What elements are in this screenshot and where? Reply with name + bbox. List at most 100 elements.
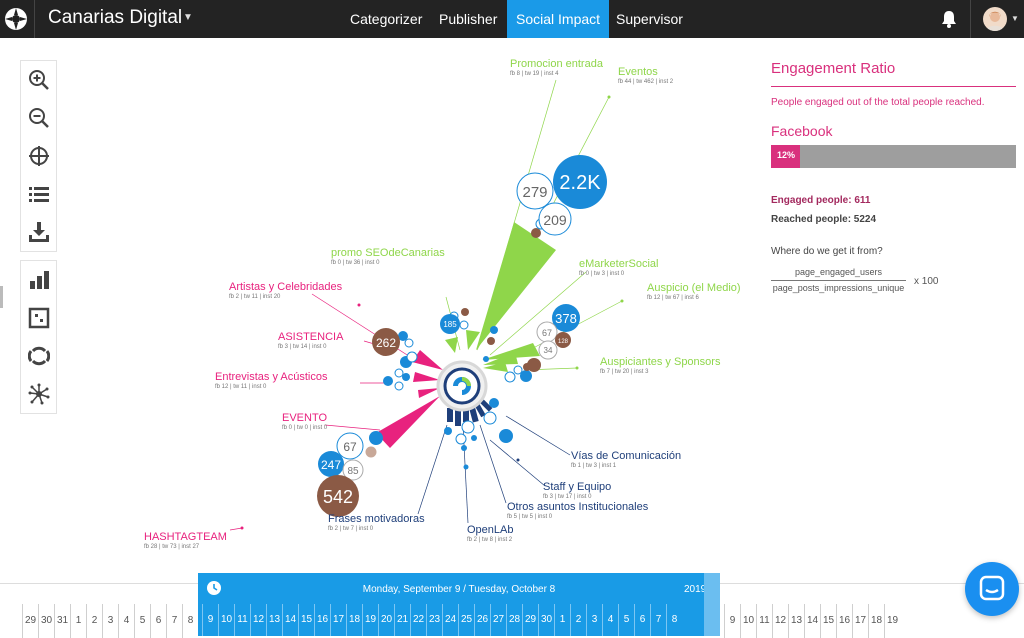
count-bubble[interactable]	[553, 155, 607, 209]
timeline-day-selected[interactable]: 19	[362, 604, 378, 636]
count-bubble[interactable]	[318, 451, 344, 477]
count-bubble[interactable]	[342, 459, 364, 481]
zoom-in-button[interactable]	[21, 61, 56, 99]
timeline-day-selected[interactable]: 25	[458, 604, 474, 636]
timeline-day[interactable]: 13	[788, 604, 804, 638]
wedge-pink[interactable]	[376, 396, 440, 448]
timeline-day[interactable]: 17	[852, 604, 868, 638]
timeline-day[interactable]: 3	[102, 604, 118, 638]
timeline-day[interactable]: 4	[118, 604, 134, 638]
timeline-day[interactable]: 1	[70, 604, 86, 638]
timeline-day[interactable]: 29	[22, 604, 38, 638]
panel-resize-handle[interactable]	[0, 286, 3, 308]
timeline-range-handle[interactable]	[704, 573, 720, 636]
timeline-day-selected[interactable]: 21	[394, 604, 410, 636]
wedge-pink[interactable]	[412, 350, 443, 370]
count-bubble[interactable]	[372, 328, 400, 356]
app-logo-icon[interactable]	[4, 7, 28, 31]
node-label[interactable]: Otros asuntos Institucionales	[507, 501, 649, 513]
timeline-day[interactable]: 30	[38, 604, 54, 638]
timeline-day-selected[interactable]: 26	[474, 604, 490, 636]
count-bubble[interactable]	[538, 340, 558, 360]
app-title[interactable]: Canarias Digital	[48, 7, 183, 28]
timeline-day[interactable]: 31	[54, 604, 70, 638]
node-label[interactable]: HASHTAGTEAM	[144, 531, 227, 543]
timeline-selected-range[interactable]: Monday, September 9 / Tuesday, October 8…	[198, 573, 720, 636]
timeline-day-selected[interactable]: 1	[554, 604, 570, 636]
timeline-day[interactable]: 6	[150, 604, 166, 638]
node-label[interactable]: Artistas y Celebridades	[229, 281, 343, 293]
download-button[interactable]	[21, 213, 56, 251]
timeline-day-selected[interactable]: 3	[586, 604, 602, 636]
tab-categorizer[interactable]: Categorizer	[350, 11, 423, 27]
node-label[interactable]: OpenLAb	[467, 524, 513, 536]
node-label[interactable]: Staff y Equipo	[543, 481, 611, 493]
timeline-day[interactable]: 11	[756, 604, 772, 638]
wedge-green[interactable]	[483, 352, 518, 365]
node-label[interactable]: EVENTO	[282, 412, 327, 424]
timeline-day[interactable]: 16	[836, 604, 852, 638]
bell-icon[interactable]	[940, 9, 958, 29]
timeline-day[interactable]: 2	[86, 604, 102, 638]
timeline-day[interactable]: 14	[804, 604, 820, 638]
timeline-day-selected[interactable]: 4	[602, 604, 618, 636]
list-button[interactable]	[21, 175, 56, 213]
timeline-day-selected[interactable]: 24	[442, 604, 458, 636]
timeline-day[interactable]: 19	[884, 604, 900, 638]
node-label[interactable]: Frases motivadoras	[328, 513, 425, 525]
tab-publisher[interactable]: Publisher	[439, 11, 498, 27]
timeline-day-selected[interactable]: 23	[426, 604, 442, 636]
timeline-day-selected[interactable]: 9	[202, 604, 218, 636]
timeline-day-selected[interactable]: 17	[330, 604, 346, 636]
wedge-green[interactable]	[483, 362, 508, 372]
wedge-green[interactable]	[466, 330, 480, 350]
timeline-day[interactable]: 15	[820, 604, 836, 638]
frame-button[interactable]	[21, 299, 56, 337]
count-bubble[interactable]	[538, 202, 572, 236]
timeline-day-selected[interactable]: 10	[218, 604, 234, 636]
timeline-day[interactable]: 5	[134, 604, 150, 638]
zoom-out-button[interactable]	[21, 99, 56, 137]
timeline-day-selected[interactable]: 11	[234, 604, 250, 636]
count-bubble[interactable]	[440, 314, 460, 334]
node-label[interactable]: ASISTENCIA	[278, 331, 344, 343]
node-label[interactable]: Vías de Comunicación	[571, 450, 681, 462]
timeline-day-selected[interactable]: 22	[410, 604, 426, 636]
chevron-down-icon[interactable]: ▼	[1011, 14, 1019, 23]
count-bubble[interactable]	[336, 432, 364, 460]
timeline-day-selected[interactable]: 15	[298, 604, 314, 636]
count-bubble[interactable]	[555, 332, 571, 348]
wedge-green[interactable]	[482, 343, 540, 360]
refresh-button[interactable]	[21, 337, 56, 375]
wedge-pink[interactable]	[418, 388, 440, 398]
count-bubble[interactable]	[552, 304, 580, 332]
node-label[interactable]: Auspiciantes y Sponsors	[600, 356, 721, 368]
timeline-day-selected[interactable]: 7	[650, 604, 666, 636]
timeline-day-selected[interactable]: 13	[266, 604, 282, 636]
tab-social-impact[interactable]: Social Impact	[507, 0, 610, 38]
node-label[interactable]: Promocion entrada	[510, 58, 604, 70]
timeline-day-selected[interactable]: 30	[538, 604, 554, 636]
timeline-day[interactable]: 10	[740, 604, 756, 638]
social-impact-graph[interactable]: 2.2K 279 209 185 378 67 34 128 262 67	[0, 38, 760, 573]
timeline-day-selected[interactable]: 5	[618, 604, 634, 636]
chevron-down-icon[interactable]: ▼	[183, 12, 193, 23]
timeline-day[interactable]: 8	[182, 604, 198, 638]
timeline-day-selected[interactable]: 14	[282, 604, 298, 636]
wedge-green[interactable]	[445, 337, 458, 353]
chat-button[interactable]	[965, 562, 1019, 616]
timeline-day[interactable]: 9	[724, 604, 740, 638]
count-bubble[interactable]	[317, 475, 359, 517]
network-button[interactable]	[21, 375, 56, 413]
avatar[interactable]	[983, 7, 1007, 31]
timeline-day-selected[interactable]: 18	[346, 604, 362, 636]
timeline-day-selected[interactable]: 20	[378, 604, 394, 636]
node-label[interactable]: Eventos	[618, 66, 658, 78]
timeline-day[interactable]: 7	[166, 604, 182, 638]
wedge-pink[interactable]	[413, 372, 440, 382]
timeline-day-selected[interactable]: 16	[314, 604, 330, 636]
center-hub[interactable]	[436, 360, 488, 412]
timeline-day[interactable]: 12	[772, 604, 788, 638]
count-bubble[interactable]	[516, 172, 554, 210]
